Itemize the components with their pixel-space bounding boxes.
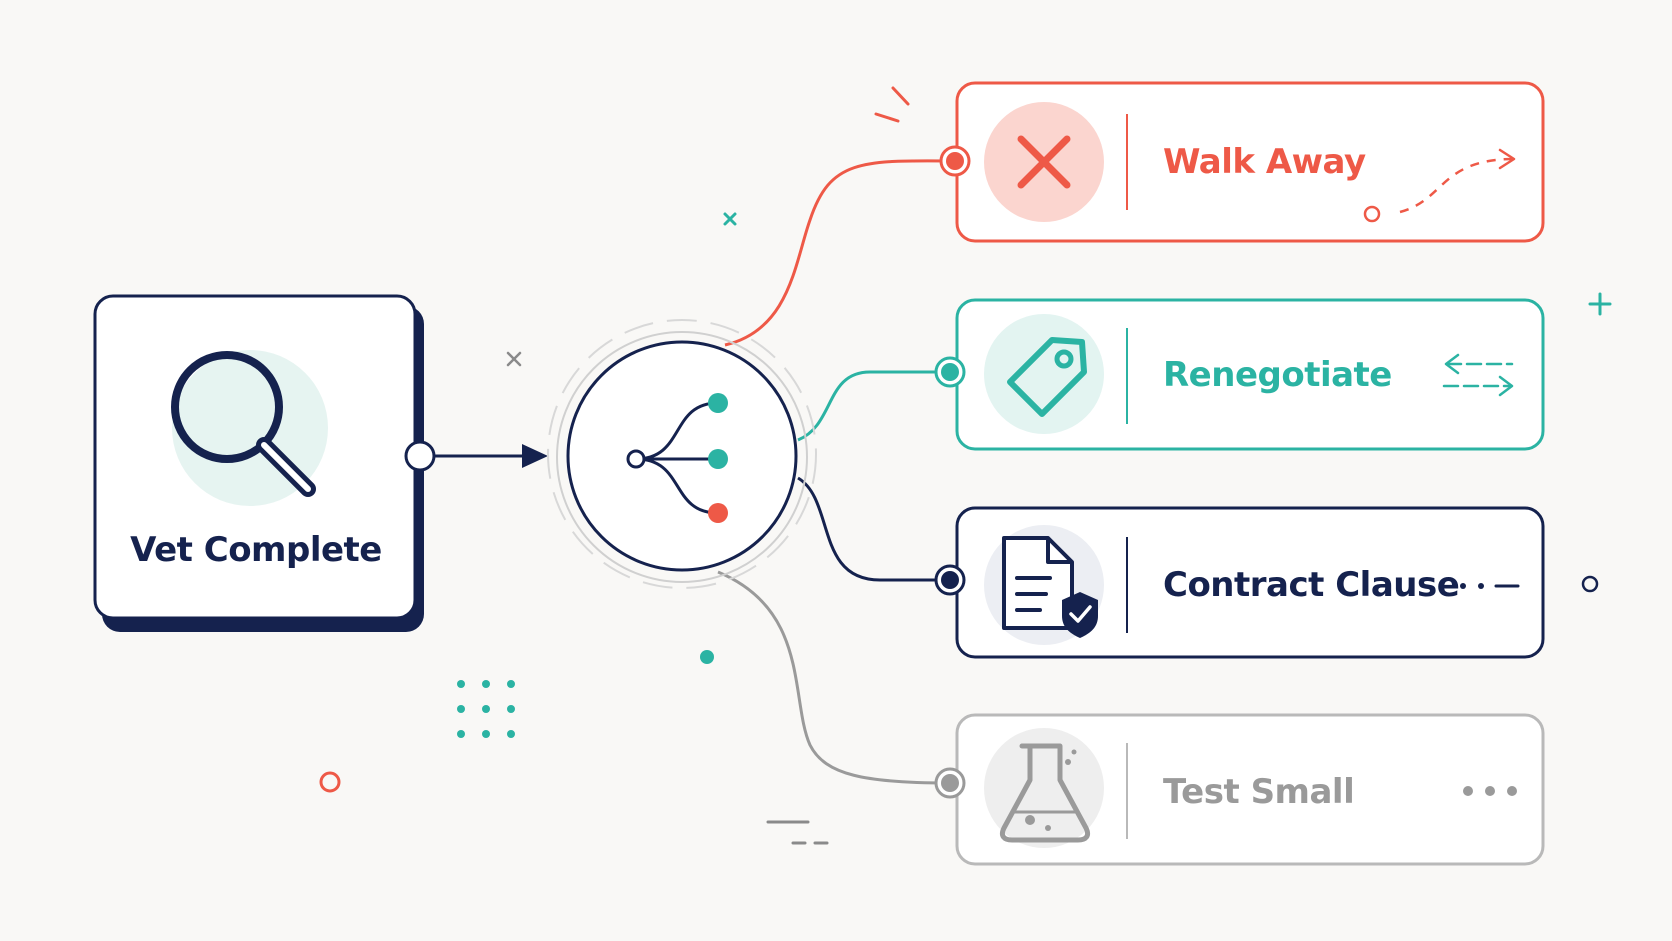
option-card-walk-away[interactable] <box>939 81 1545 243</box>
trailing-dashes <box>1460 583 1520 589</box>
swap-arrows-icon <box>1442 353 1514 397</box>
teal-dot <box>700 650 714 664</box>
plus-mark <box>1588 292 1612 316</box>
start-card-label: Vet Complete <box>130 530 382 570</box>
dashed-arrow-icon <box>1363 148 1516 223</box>
cross-mark <box>506 351 522 367</box>
document-shield-icon <box>984 525 1104 645</box>
decorations <box>319 86 1612 845</box>
option-card-renegotiate[interactable] <box>934 298 1545 451</box>
option-card-contract-clause[interactable] <box>934 506 1545 659</box>
navy-ring <box>1581 575 1599 593</box>
option-label-contract-clause: Contract Clause <box>1163 565 1460 605</box>
branch-walk-away <box>724 159 956 347</box>
option-card-test-small[interactable] <box>934 713 1545 866</box>
decision-hub <box>547 319 817 589</box>
coral-ring <box>319 771 341 793</box>
start-port <box>404 440 436 472</box>
ellipsis-icon <box>1463 786 1517 796</box>
dash-lines <box>766 820 829 845</box>
branch-icon <box>626 393 728 523</box>
tag-icon <box>984 314 1104 434</box>
branch-renegotiate <box>797 370 950 442</box>
burst-lines <box>874 86 910 123</box>
flask-icon <box>984 728 1104 848</box>
start-connector <box>404 440 548 472</box>
x-icon <box>984 102 1104 222</box>
teal-cross-mark <box>723 212 737 226</box>
branch-contract-clause <box>797 476 950 582</box>
dot-grid <box>457 680 515 738</box>
branch-test-small <box>717 570 951 785</box>
option-label-renegotiate: Renegotiate <box>1163 355 1392 395</box>
branch-connectors <box>717 159 956 785</box>
start-card <box>93 294 424 632</box>
magnifier-icon <box>171 350 328 506</box>
option-label-test-small: Test Small <box>1163 772 1355 812</box>
option-label-walk-away: Walk Away <box>1163 142 1366 182</box>
hub-circle <box>566 340 798 572</box>
